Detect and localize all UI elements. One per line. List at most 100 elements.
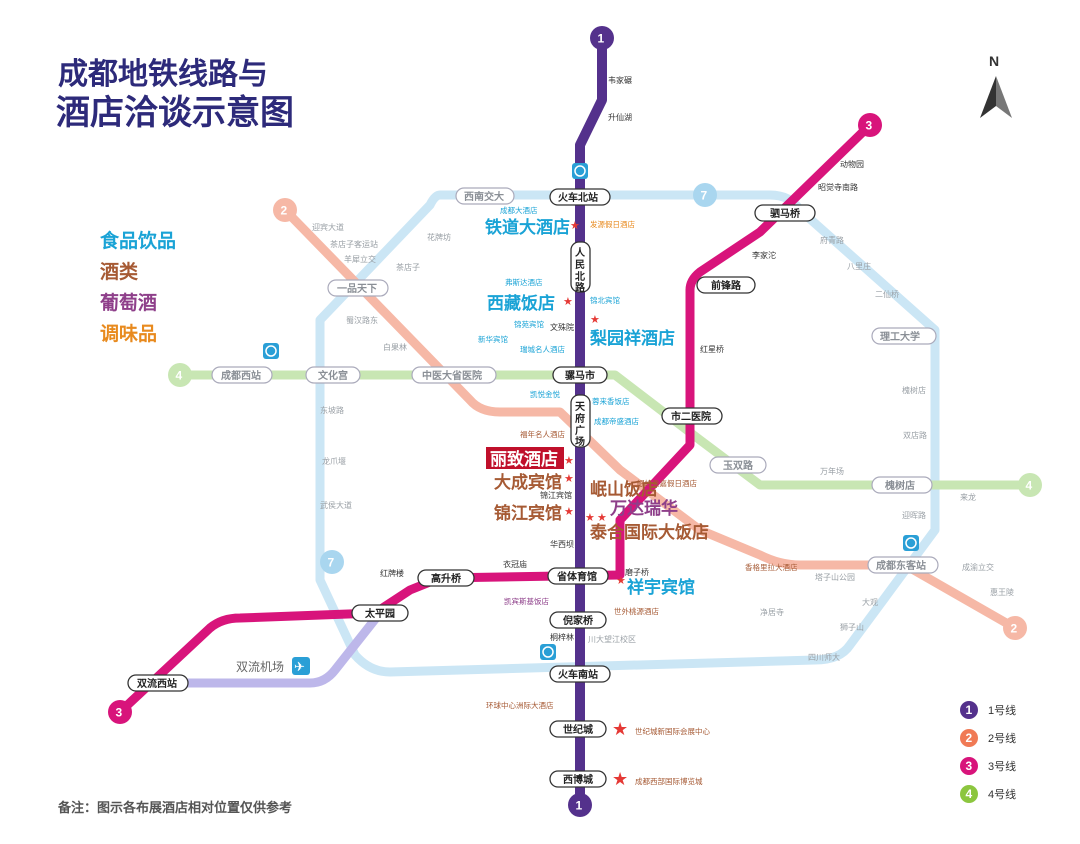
svg-text:火车南站: 火车南站 xyxy=(558,668,598,681)
svg-text:槐树店: 槐树店 xyxy=(884,479,915,492)
station-zhongyi[interactable]: 中医大省医院 xyxy=(411,366,497,384)
svg-text:3: 3 xyxy=(116,706,123,720)
station-shengtiyu[interactable]: 省体育馆 xyxy=(547,567,609,585)
station-huochenan[interactable]: 火车南站 xyxy=(549,665,611,683)
station-yushuanglu[interactable]: 玉双路 xyxy=(709,456,767,474)
svg-text:广: 广 xyxy=(575,424,585,437)
svg-text:北: 北 xyxy=(575,270,585,283)
station-wenhuagong[interactable]: 文化宫 xyxy=(305,366,361,384)
line-1-top-marker: 1 xyxy=(590,26,614,50)
station-nijiaqiao[interactable]: 倪家桥 xyxy=(549,611,607,629)
station-label: 来龙 xyxy=(960,492,976,502)
svg-text:场: 场 xyxy=(575,435,585,448)
station-shuangliuxi[interactable]: 双流西站 xyxy=(127,674,189,692)
station-label: 华西坝 xyxy=(550,539,574,549)
hotel-liyuanxiang[interactable]: 梨园祥酒店 xyxy=(589,328,675,348)
station-huochebei[interactable]: 火车北站 xyxy=(549,188,611,206)
svg-text:西博城: 西博城 xyxy=(563,773,593,786)
line-7-top-marker: 7 xyxy=(693,183,717,207)
station-gaosheng[interactable]: 高升桥 xyxy=(417,569,475,587)
svg-text:民: 民 xyxy=(575,259,585,271)
station-label: 川大望江校区 xyxy=(588,634,636,644)
station-chapiandian[interactable]: 槐树店 xyxy=(871,476,933,494)
svg-text:★: ★ xyxy=(563,296,573,308)
hotel-lizhi[interactable]: 丽致酒店 xyxy=(486,447,564,469)
line-4-left-marker: 4 xyxy=(168,363,192,387)
station-renminbeilu[interactable]: 人民 北路 xyxy=(570,241,591,294)
svg-text:一品天下: 一品天下 xyxy=(337,283,377,295)
station-label: 蜀汉路东 xyxy=(346,315,378,325)
hotel-xizang[interactable]: 西藏饭店 xyxy=(487,293,555,313)
station-label: 大观 xyxy=(862,597,878,607)
airplane-icon: ✈ xyxy=(292,657,310,675)
svg-text:3号线: 3号线 xyxy=(988,759,1016,773)
station-shierhospital[interactable]: 市二医院 xyxy=(661,407,723,425)
station-chengdudong[interactable]: 成都东客站 xyxy=(867,556,939,574)
title-line2: 酒店洽谈示意图 xyxy=(56,94,294,132)
station-tianfu[interactable]: 天府 广场 xyxy=(570,394,591,448)
line-3-bottom-marker: 3 xyxy=(108,700,132,724)
railway-station-icon xyxy=(540,644,556,660)
airport-label: 双流机场 xyxy=(236,660,284,674)
station-label: 惠王陵 xyxy=(990,587,1014,597)
svg-text:文化宫: 文化宫 xyxy=(318,369,348,382)
railway-station-icon xyxy=(263,343,279,359)
svg-text:3: 3 xyxy=(966,759,973,773)
hotel-small-label: 成都帝盛酒店 xyxy=(594,416,639,426)
line-7-left-marker: 7 xyxy=(320,550,344,574)
station-label: 锦江宾馆 xyxy=(540,490,572,500)
line-1-bottom-marker: 1 xyxy=(568,793,592,817)
svg-text:4号线: 4号线 xyxy=(988,787,1016,801)
svg-text:人: 人 xyxy=(575,246,586,259)
hotel-small-label: 世纪城新国际会展中心 xyxy=(635,726,710,736)
line-2-right-marker: 2 xyxy=(1003,616,1027,640)
station-yipin[interactable]: 一品天下 xyxy=(327,279,389,297)
hotel-minshan[interactable]: 岷山饭店 xyxy=(590,479,658,499)
station-xinanjiaoda[interactable]: 西南交大 xyxy=(455,187,515,205)
svg-text:7: 7 xyxy=(701,189,708,203)
svg-text:市二医院: 市二医院 xyxy=(671,410,711,423)
svg-text:1: 1 xyxy=(966,703,973,717)
hotel-small-label: 锦北宾馆 xyxy=(590,295,620,305)
hotel-jinjiang[interactable]: 锦江宾馆 xyxy=(494,503,562,523)
svg-text:★: ★ xyxy=(612,719,628,739)
svg-text:前锋路: 前锋路 xyxy=(711,279,742,292)
station-jumaqiao[interactable]: 驷马桥 xyxy=(754,204,816,222)
legend-line-1: 1 1号线 xyxy=(960,701,1016,719)
legend: 1 1号线 2 2号线 3 3号线 4 4号线 xyxy=(960,701,1016,803)
hotel-taihe[interactable]: 泰合国际大饭店 xyxy=(590,522,709,542)
hotel-tiedao[interactable]: 铁道大酒店 xyxy=(485,217,570,237)
category-wine: 葡萄酒 xyxy=(100,291,157,314)
station-label: 槐树店 xyxy=(902,385,926,395)
legend-line-2: 2 2号线 xyxy=(960,729,1016,747)
station-label: 衣冠庙 xyxy=(503,559,527,569)
svg-text:★: ★ xyxy=(564,455,574,467)
hotel-small-label: 新华宾馆 xyxy=(478,334,508,344)
station-xibocheng[interactable]: 西博城 xyxy=(549,770,607,788)
station-label: 二仙桥 xyxy=(875,289,899,299)
svg-text:4: 4 xyxy=(1026,479,1033,493)
svg-text:理工大学: 理工大学 xyxy=(880,330,920,343)
station-shijicheng[interactable]: 世纪城 xyxy=(549,720,607,738)
station-qianfenglu[interactable]: 前锋路 xyxy=(696,276,756,294)
station-label: 迎宾大道 xyxy=(312,222,344,232)
svg-text:✈: ✈ xyxy=(294,659,305,674)
svg-text:成都西站: 成都西站 xyxy=(221,369,261,382)
hotel-xiangyu[interactable]: 祥宇宾馆 xyxy=(627,577,695,597)
station-label: 升仙湖 xyxy=(608,112,632,122)
svg-text:7: 7 xyxy=(328,556,335,570)
hotel-wandaruihua[interactable]: 万达瑞华 xyxy=(609,498,678,518)
station-luomashi[interactable]: 骡马市 xyxy=(552,366,608,384)
category-liquor: 酒类 xyxy=(100,260,138,283)
svg-text:西南交大: 西南交大 xyxy=(464,190,504,203)
station-ligongdaxue[interactable]: 理工大学 xyxy=(871,327,937,345)
hotel-dacheng[interactable]: 大成宾馆 xyxy=(494,472,562,492)
north-arrow-icon: N xyxy=(980,53,1012,118)
svg-text:4: 4 xyxy=(176,369,183,383)
station-chengduxi[interactable]: 成都西站 xyxy=(211,366,273,384)
hotel-small-label: 岷岭盈嘉假日酒店 xyxy=(637,478,697,488)
svg-text:路: 路 xyxy=(575,281,586,294)
station-taipingyuan[interactable]: 太平园 xyxy=(351,604,409,622)
svg-text:1: 1 xyxy=(598,32,605,46)
